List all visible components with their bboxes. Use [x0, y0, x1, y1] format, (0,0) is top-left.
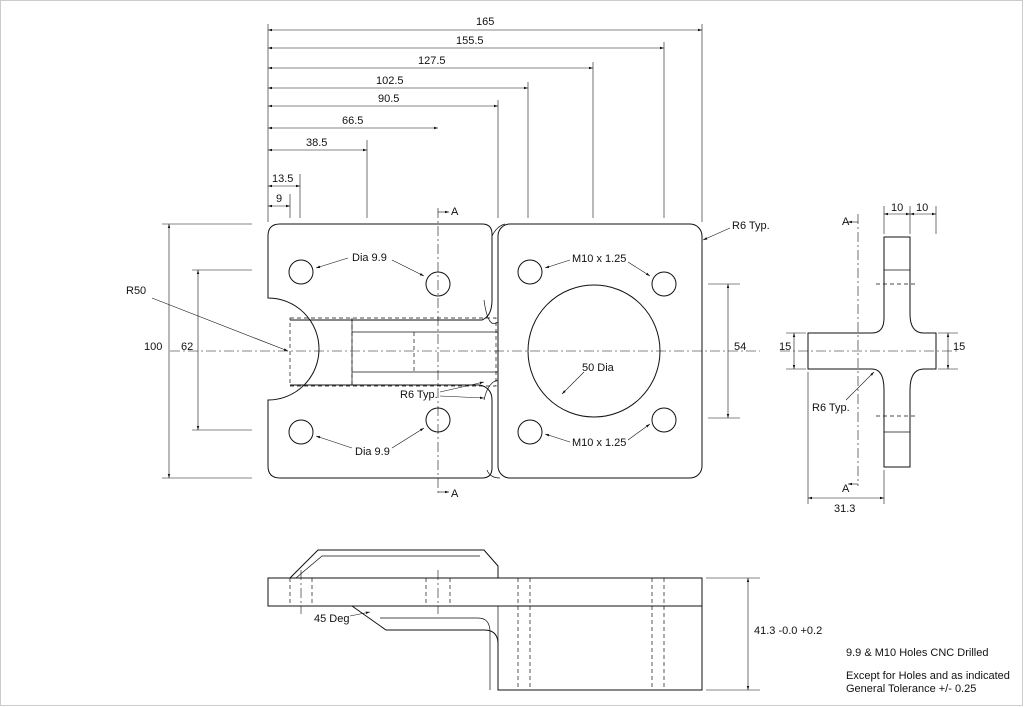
dim-127-5: 127.5: [418, 55, 446, 67]
dim-38-5: 38.5: [306, 137, 327, 149]
dim-54: 54: [734, 341, 746, 353]
dim-62: 62: [181, 341, 193, 353]
dim-10-left: 10: [891, 202, 903, 214]
section-a-bottom: A: [451, 488, 459, 500]
note-cnc-drilled: 9.9 & M10 Holes CNC Drilled: [846, 647, 989, 659]
hole-m10-bottom-left: [517, 419, 543, 445]
dim-102-5: 102.5: [376, 75, 404, 87]
label-m10-bottom: M10 x 1.25: [572, 437, 626, 449]
dim-height-41-3: 41.3 -0.0 +0.2: [754, 625, 822, 637]
label-r6-typ-corner: R6 Typ.: [732, 220, 770, 232]
hole-dia-9-9-top-left: [288, 259, 314, 285]
dim-9: 9: [276, 193, 282, 205]
label-m10-top: M10 x 1.25: [572, 253, 626, 265]
hole-m10-top-left: [517, 259, 543, 285]
hole-m10-bottom-right: [651, 407, 677, 433]
dim-90-5: 90.5: [378, 93, 399, 105]
note-general-tolerance: General Tolerance +/- 0.25: [846, 683, 977, 695]
front-elevation: 45 Deg 41.3 -0.0 +0.2: [267, 549, 822, 691]
label-dia-9-9-bottom: Dia 9.9: [355, 446, 390, 458]
dim-155-5: 155.5: [456, 35, 484, 47]
section-a-side-bottom: A: [842, 483, 850, 495]
dim-10-right: 10: [916, 202, 928, 214]
top-dimensions: 165 155.5 127.5 102.5 90.5 66.5 38.5 13.…: [267, 16, 703, 222]
label-r50: R50: [126, 285, 146, 297]
right-dimension-54: 54: [708, 283, 746, 419]
dim-66-5: 66.5: [342, 115, 363, 127]
dim-15-left: 15: [779, 341, 791, 353]
section-view: A A 10 10 15 15 31.3 R6 Typ.: [779, 202, 965, 515]
dim-100: 100: [144, 341, 162, 353]
dim-15-right: 15: [953, 341, 965, 353]
note-except-holes: Except for Holes and as indicated: [846, 670, 1010, 682]
hole-dia-9-9-bottom-left: [288, 419, 314, 445]
section-a-top: A: [451, 206, 459, 218]
label-r6-typ-side: R6 Typ.: [812, 402, 850, 414]
label-45-deg: 45 Deg: [314, 613, 349, 625]
dim-13-5: 13.5: [272, 173, 293, 185]
label-r6-typ-inner: R6 Typ.: [400, 389, 438, 401]
section-a-side-top: A: [842, 216, 850, 228]
dim-31-3: 31.3: [834, 503, 855, 515]
plan-view: [170, 208, 760, 494]
label-50-dia: 50 Dia: [582, 362, 615, 374]
plan-labels: A A R6 Typ. Dia 9.9 Dia 9.9 M10 x 1.25 M…: [315, 206, 770, 500]
label-dia-9-9-top: Dia 9.9: [352, 252, 387, 264]
left-dimensions: 100 62 R50: [126, 223, 289, 479]
hole-m10-top-right: [651, 271, 677, 297]
dim-165: 165: [476, 16, 494, 28]
